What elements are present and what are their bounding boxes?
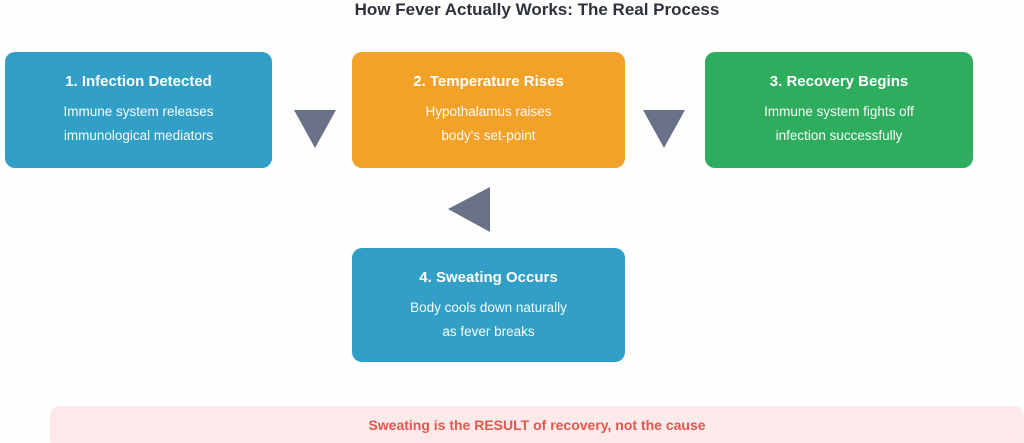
step-description: Body cools down naturally as fever break… (352, 296, 625, 344)
arrow-left-icon (448, 187, 490, 232)
step-title: 4. Sweating Occurs (419, 269, 558, 286)
callout-text: Sweating is the RESULT of recovery, not … (368, 417, 706, 433)
arrow-down-icon (294, 110, 336, 148)
step-description: Immune system fights off infection succe… (705, 100, 973, 148)
callout-banner: Sweating is the RESULT of recovery, not … (50, 406, 1024, 443)
step-box-recovery-begins: 3. Recovery Begins Immune system fights … (705, 52, 973, 168)
step-description-line: Hypothalamus raises (425, 104, 552, 119)
step-title: 1. Infection Detected (65, 73, 212, 90)
step-box-sweating-occurs: 4. Sweating Occurs Body cools down natur… (352, 248, 625, 362)
step-title: 3. Recovery Begins (769, 73, 909, 90)
step-box-infection-detected: 1. Infection Detected Immune system rele… (5, 52, 272, 168)
step-box-temperature-rises: 2. Temperature Rises Hypothalamus raises… (352, 52, 625, 168)
step-description-line: body's set-point (441, 128, 536, 143)
step-title: 2. Temperature Rises (413, 73, 564, 90)
step-description-line: immunological mediators (63, 128, 214, 143)
step-description-line: Immune system releases (63, 104, 214, 119)
arrow-down-icon (643, 110, 685, 148)
step-description-line: Body cools down naturally (410, 300, 567, 315)
step-description-line: as fever breaks (442, 324, 535, 339)
step-description: Immune system releases immunological med… (5, 100, 272, 148)
page-title: How Fever Actually Works: The Real Proce… (354, 0, 720, 19)
step-description-line: infection successfully (775, 128, 903, 143)
step-description-line: Immune system fights off (764, 104, 914, 119)
step-description: Hypothalamus raises body's set-point (352, 100, 625, 148)
